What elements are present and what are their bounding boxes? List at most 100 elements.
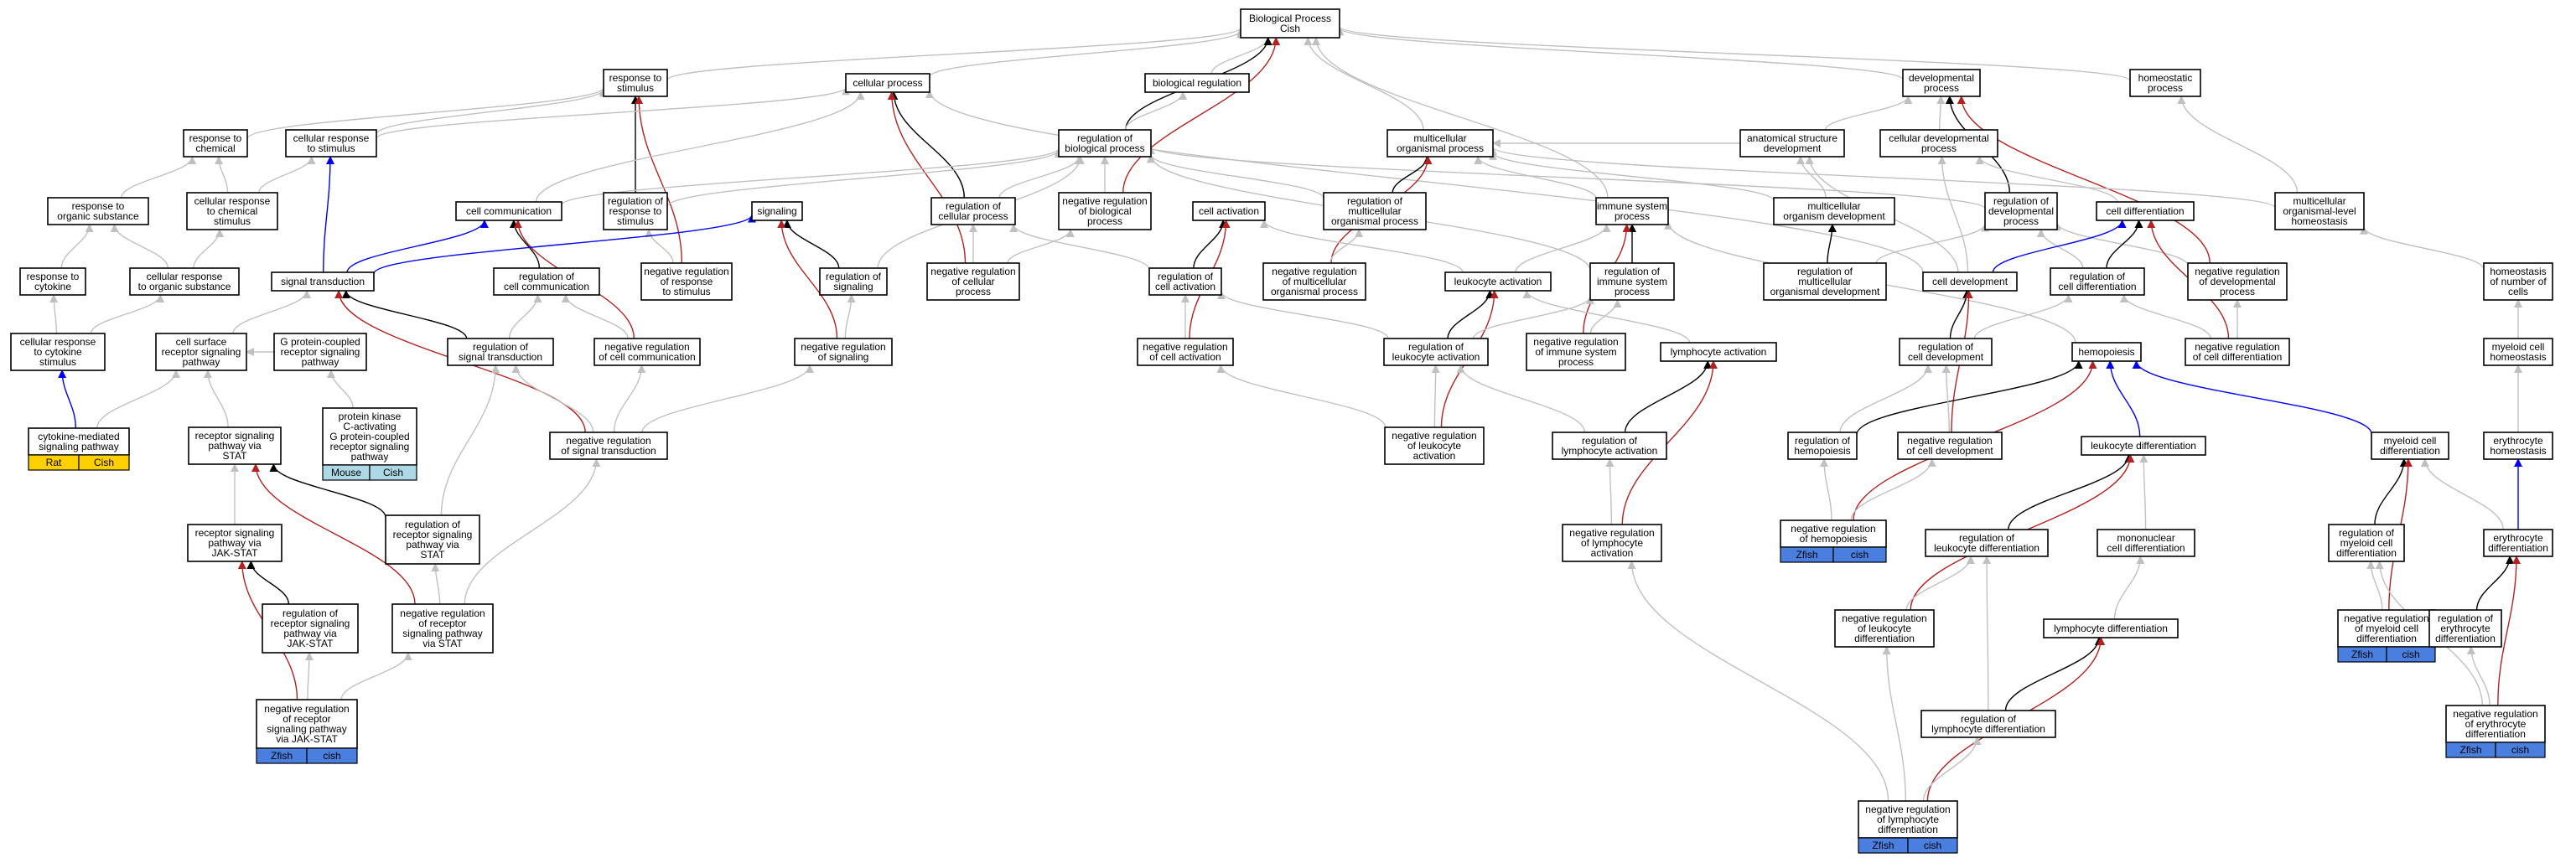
edge-la-to-ca — [1260, 220, 1464, 273]
go-term-cd[interactable]: cell differentiation — [2096, 201, 2195, 221]
edge-nrla-to-rla — [1431, 364, 1440, 428]
go-term-la[interactable]: leukocyte activation — [1444, 271, 1552, 292]
go-term-label: negative regulation — [1272, 266, 1356, 277]
go-term-label: hemopoiesis — [1794, 445, 1850, 457]
go-term-hemo[interactable]: hemopoiesis — [2071, 342, 2142, 362]
go-term-label: signaling — [757, 205, 796, 217]
go-term-breg[interactable]: biological regulation — [1144, 73, 1250, 93]
go-term-label: regulation of — [1582, 435, 1638, 447]
go-term-label: negative regulation — [2195, 266, 2279, 277]
go-term-st[interactable]: signal transduction — [271, 271, 375, 292]
go-term-celldev[interactable]: cell development — [1922, 271, 2018, 292]
go-term-ld[interactable]: leukocyte differentiation — [2081, 436, 2206, 456]
go-term-label: negative regulation — [1569, 527, 1654, 539]
go-term-label: cell development — [1908, 351, 1984, 363]
go-term-sig[interactable]: signaling — [751, 201, 803, 221]
go-term-ca[interactable]: cell activation — [1192, 201, 1266, 221]
go-term-label: homeostasis — [2490, 351, 2546, 363]
go-term-cp[interactable]: cellular process — [845, 73, 930, 93]
edge-rca-to-rcp — [1009, 224, 1150, 270]
edge-crtc-to-rtc — [215, 156, 229, 194]
go-term-lya[interactable]: lymphocyte activation — [1660, 342, 1777, 362]
go-term-lyd[interactable]: lymphocyte differentiation — [2043, 618, 2179, 638]
go-term-label: JAK-STAT — [288, 638, 334, 649]
go-term-cc[interactable]: cell communication — [455, 201, 562, 221]
edge-breg-to-bp — [1210, 37, 1272, 75]
